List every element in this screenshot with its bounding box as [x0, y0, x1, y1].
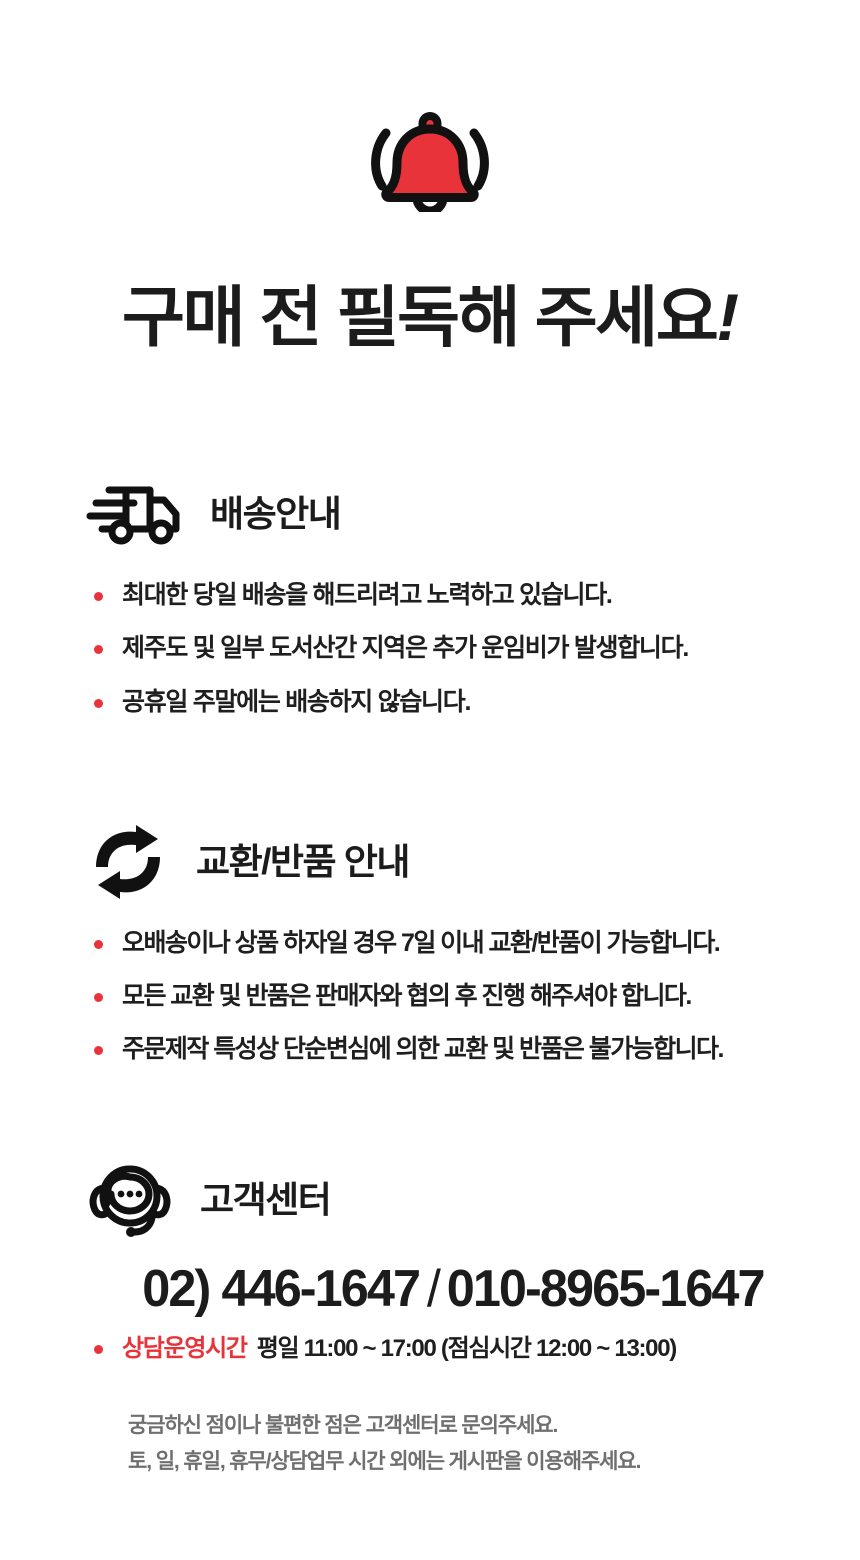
- list-item: 모든 교환 및 반품은 판매자와 협의 후 진행 해주셔야 합니다.: [86, 981, 820, 1012]
- phone-primary[interactable]: 02) 446-1647: [142, 1259, 421, 1318]
- page-title-text: 구매 전 필독해 주세요: [121, 280, 719, 354]
- list-item: 제주도 및 일부 도서산간 지역은 추가 운임비가 발생합니다.: [86, 633, 820, 664]
- delivery-bullet-list: 최대한 당일 배송을 해드리려고 노력하고 있습니다. 제주도 및 일부 도서산…: [86, 580, 820, 718]
- list-item-text: 모든 교환 및 반품은 판매자와 협의 후 진행 해주셔야 합니다.: [122, 982, 692, 1010]
- exchange-bullet-list: 오배송이나 상품 하자일 경우 7일 이내 교환/반품이 가능합니다. 모든 교…: [86, 928, 820, 1066]
- support-footnote-line-2: 토, 일, 휴일, 휴무/상담업무 시간 외에는 게시판을 이용해주세요.: [128, 1449, 641, 1473]
- delivery-header: 배송안내: [86, 478, 820, 550]
- list-item-text: 오배송이나 상품 하자일 경우 7일 이내 교환/반품이 가능합니다.: [122, 928, 721, 957]
- exchange-section: 교환/반품 안내 오배송이나 상품 하자일 경우 7일 이내 교환/반품이 가능…: [0, 823, 860, 1066]
- list-item: 공휴일 주말에는 배송하지 않습니다.: [86, 687, 820, 718]
- bullet-dot-icon: [94, 993, 103, 1002]
- customer-service-phone-numbers: 02) 446-1647/010-8965-1647: [97, 1259, 809, 1318]
- bullet-dot-icon: [94, 645, 103, 655]
- operating-hours-item: 상담운영시간 평일 11:00 ~ 17:00 (점심시간 12:00 ~ 13:…: [86, 1334, 820, 1364]
- page-title: 구매 전 필독해 주세요!: [0, 284, 860, 350]
- exchange-arrows-icon: [86, 823, 170, 901]
- exchange-title: 교환/반품 안내: [196, 840, 410, 882]
- support-title: 고객센터: [200, 1178, 332, 1220]
- list-item-text: 최대한 당일 배송을 해드리려고 노력하고 있습니다.: [122, 581, 613, 609]
- headset-support-icon: [86, 1162, 174, 1238]
- operating-hours-list: 상담운영시간 평일 11:00 ~ 17:00 (점심시간 12:00 ~ 13:…: [86, 1334, 820, 1364]
- list-item: 최대한 당일 배송을 해드리려고 노력하고 있습니다.: [86, 580, 820, 611]
- bell-icon: [355, 108, 505, 216]
- list-item-text: 공휴일 주말에는 배송하지 않습니다.: [122, 687, 471, 716]
- phone-secondary[interactable]: 010-8965-1647: [446, 1259, 766, 1318]
- bullet-dot-icon: [94, 939, 103, 949]
- operating-hours-label: 상담운영시간: [122, 1335, 248, 1363]
- bullet-dot-icon: [94, 698, 103, 708]
- delivery-title: 배송안내: [210, 493, 342, 534]
- delivery-section: 배송안내 최대한 당일 배송을 해드리려고 노력하고 있습니다. 제주도 및 일…: [0, 478, 860, 718]
- bullet-dot-icon: [94, 1345, 103, 1355]
- support-header: 고객센터: [86, 1162, 820, 1238]
- hero-section: 구매 전 필독해 주세요!: [0, 0, 860, 350]
- list-item-text: 제주도 및 일부 도서산간 지역은 추가 운임비가 발생합니다.: [122, 634, 689, 663]
- phone-separator: /: [426, 1259, 441, 1318]
- page-title-exclamation: !: [716, 280, 739, 354]
- operating-hours-value: 평일 11:00 ~ 17:00 (점심시간 12:00 ~ 13:00): [256, 1335, 678, 1363]
- exchange-header: 교환/반품 안내: [86, 823, 820, 901]
- bullet-dot-icon: [94, 592, 103, 601]
- support-footnote-line-1: 궁금하신 점이나 불편한 점은 고객센터로 문의주세요.: [128, 1414, 558, 1438]
- support-footnote: 궁금하신 점이나 불편한 점은 고객센터로 문의주세요. 토, 일, 휴일, 휴…: [86, 1408, 820, 1479]
- delivery-truck-icon: [86, 483, 184, 545]
- support-section: 고객센터 02) 446-1647/010-8965-1647 상담운영시간 평일…: [0, 1164, 860, 1480]
- bullet-dot-icon: [94, 1046, 103, 1056]
- list-item: 오배송이나 상품 하자일 경우 7일 이내 교환/반품이 가능합니다.: [86, 928, 820, 959]
- list-item: 주문제작 특성상 단순변심에 의한 교환 및 반품은 불가능합니다.: [86, 1034, 820, 1065]
- list-item-text: 주문제작 특성상 단순변심에 의한 교환 및 반품은 불가능합니다.: [122, 1035, 724, 1064]
